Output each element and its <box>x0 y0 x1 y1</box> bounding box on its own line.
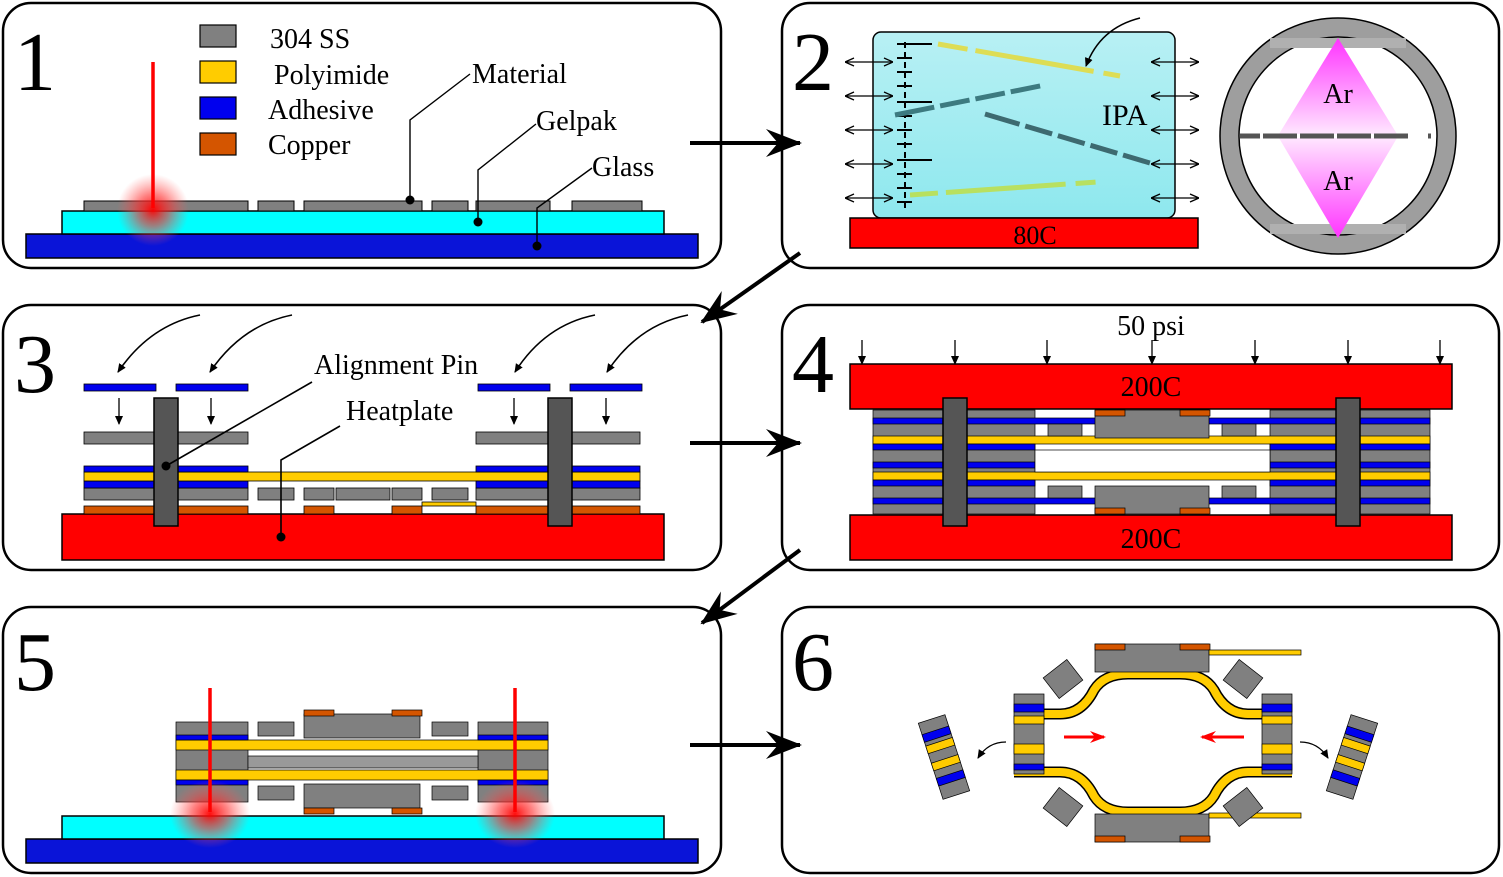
argon-label-bottom: Ar <box>1323 166 1353 197</box>
ipa-label: IPA <box>1102 99 1148 132</box>
gelpak-label: Gelpak <box>536 106 617 137</box>
panel-6-number: 6 <box>792 616 834 709</box>
legend-label-polyimide: Polyimide <box>274 60 389 91</box>
legend-swatch-steel <box>199 24 237 48</box>
panel-4-number: 4 <box>792 318 834 411</box>
alignment-pin-label: Alignment Pin <box>314 350 478 381</box>
heatplate-label: Heatplate <box>346 396 453 427</box>
argon-plasma-top <box>1279 38 1397 134</box>
top-plate-label: 200C <box>1121 372 1182 403</box>
gelpak-slab-5 <box>61 815 665 840</box>
bottom-plate-label: 200C <box>1121 524 1182 555</box>
legend-swatch-adhesive <box>199 96 237 120</box>
panel-3-frame <box>1 303 723 572</box>
panel-4: 200C 200C 50 psi <box>849 311 1453 561</box>
panel-1-number: 1 <box>14 16 56 109</box>
glass-leader <box>536 167 593 246</box>
legend-label-adhesive: Adhesive <box>268 95 374 126</box>
legend-label-copper: Copper <box>268 130 351 161</box>
panel-1: 304 SS Polyimide Adhesive Copper Materia… <box>25 24 699 259</box>
arrow-2-to-3 <box>700 251 802 324</box>
heatplate <box>61 513 665 561</box>
legend-swatch-copper <box>199 132 237 156</box>
material-leader <box>409 73 471 200</box>
argon-plasma-bottom <box>1279 138 1397 238</box>
pin-right <box>1335 397 1361 527</box>
legend-label-steel: 304 SS <box>270 24 350 55</box>
legend-swatch-polyimide <box>199 60 237 84</box>
parts-in-bath <box>894 41 1161 198</box>
panel-2: 80C IPA <box>846 17 1457 255</box>
panel-2-number: 2 <box>792 16 834 109</box>
alignment-pin-right <box>547 397 573 527</box>
laser-glow <box>117 174 189 246</box>
hotplate-80c <box>849 217 1199 249</box>
material-label: Material <box>472 59 567 90</box>
glass-slab-5 <box>25 838 699 864</box>
agitation-arrows <box>846 62 1198 198</box>
panel-5-frame <box>1 605 723 875</box>
panel-3-number: 3 <box>14 318 56 411</box>
gelpak-leader <box>477 123 537 222</box>
pressure-label: 50 psi <box>1117 311 1185 342</box>
glass-label: Glass <box>592 152 654 183</box>
hotplate-label: 80C <box>1013 221 1056 250</box>
legend <box>199 24 237 156</box>
pin-left <box>942 397 968 527</box>
argon-label-top: Ar <box>1323 79 1353 110</box>
flow-arrows <box>690 129 802 759</box>
panel-5 <box>25 688 699 864</box>
panel-1-frame <box>1 1 723 270</box>
arrow-4-to-5 <box>700 548 802 625</box>
panel-5-number: 5 <box>14 616 56 709</box>
panel-6 <box>917 643 1379 843</box>
panel-3: Alignment Pin Heatplate <box>61 314 689 561</box>
glass-slab <box>25 233 699 259</box>
